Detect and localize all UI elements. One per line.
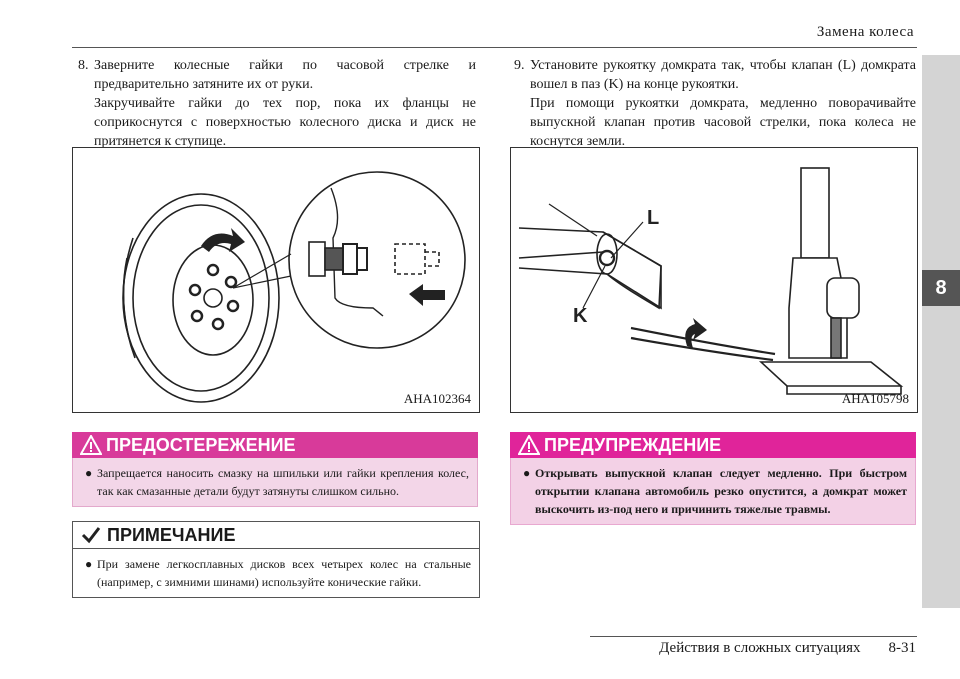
- chapter-side-strip: [922, 55, 960, 608]
- note-text: При замене легкосплавных дисков всех чет…: [97, 557, 471, 589]
- caution-body: ● Открывать выпускной клапан следует мед…: [510, 458, 916, 525]
- warning-triangle-icon: [518, 435, 540, 455]
- page-number: 8-31: [888, 640, 917, 656]
- warning-title: ПРЕДОСТЕРЕЖЕНИЕ: [106, 435, 296, 455]
- figure-code: AHA105798: [841, 391, 909, 406]
- note-box: ПРИМЕЧАНИЕ ● При замене легкосплавных ди…: [72, 521, 480, 598]
- warning-box: ПРЕДОСТЕРЕЖЕНИЕ ● Запрещается наносить с…: [72, 432, 478, 507]
- wheel-nut-illustration: AHA102364: [72, 147, 480, 413]
- warning-triangle-icon: [80, 435, 102, 455]
- note-title: ПРИМЕЧАНИЕ: [107, 525, 236, 545]
- label-l: L: [647, 207, 659, 229]
- wheel-nut-drawing: [122, 171, 466, 403]
- figure-code: AHA102364: [403, 391, 471, 406]
- chapter-tab[interactable]: 8: [922, 270, 960, 306]
- step-text: Закручивайте гайки до тех пор, пока их ф…: [94, 96, 476, 149]
- warning-text: Запрещается наносить смазку на шпильки и…: [97, 466, 469, 498]
- footer-divider: [590, 636, 917, 637]
- warning-header: ПРЕДОСТЕРЕЖЕНИЕ: [72, 432, 478, 458]
- bullet: ●: [85, 466, 93, 480]
- pencil-icon: [81, 527, 101, 544]
- step-number: 8.: [78, 58, 89, 73]
- step-number: 9.: [514, 58, 525, 73]
- note-body: ● При замене легкосплавных дисков всех ч…: [73, 549, 479, 597]
- step-8: 8. Заверните колесные гайки по часовой с…: [78, 56, 476, 151]
- caution-text: Открывать выпускной клапан следует медле…: [535, 466, 907, 516]
- note-header: ПРИМЕЧАНИЕ: [73, 522, 479, 549]
- jack-handle-illustration: L K AHA105798: [510, 147, 918, 413]
- caution-box: ПРЕДУПРЕЖДЕНИЕ ● Открывать выпускной кла…: [510, 432, 916, 525]
- step-text: При помощи рукоятки домкрата, медленно п…: [530, 96, 916, 149]
- caution-header: ПРЕДУПРЕЖДЕНИЕ: [510, 432, 916, 458]
- step-text: Заверните колесные гайки по часовой стре…: [94, 58, 476, 92]
- warning-body: ● Запрещается наносить смазку на шпильки…: [72, 458, 478, 507]
- label-k: K: [573, 305, 588, 327]
- bullet: ●: [523, 466, 531, 480]
- step-text: Установите рукоятку домкрата так, чтобы …: [530, 58, 916, 92]
- bullet: ●: [85, 557, 93, 571]
- caution-title: ПРЕДУПРЕЖДЕНИЕ: [544, 435, 722, 455]
- header-divider: [72, 47, 917, 48]
- step-9: 9. Установите рукоятку домкрата так, что…: [514, 56, 916, 151]
- jack-drawing: L K: [518, 167, 904, 395]
- page-header-title: Замена колеса: [816, 24, 914, 40]
- footer-section: Действия в сложных ситуациях: [659, 640, 861, 656]
- page-footer: Действия в сложных ситуациях 8-31: [659, 640, 916, 657]
